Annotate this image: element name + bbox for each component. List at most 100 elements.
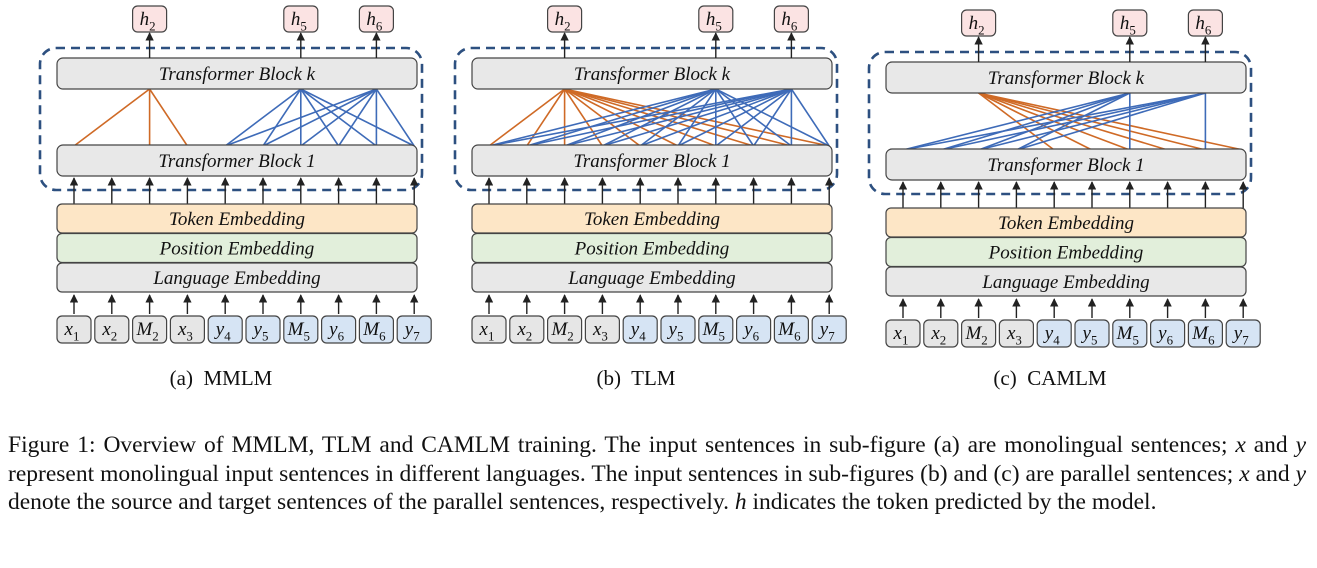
output-token-label: h6 [366,9,383,33]
input-token-label-subscript: 7 [1242,332,1249,347]
output-token-label: h5 [706,9,722,33]
input-token-label-subscript: 1 [902,332,908,347]
transformer-block-k-label: Transformer Block k [574,64,731,85]
output-token-label-base: h [555,9,565,30]
input-token-box [773,315,810,344]
attention-line-blue [752,88,793,147]
input-token-label-subscript: 4 [1053,332,1060,347]
input-token-label: y7 [1232,323,1249,347]
token-embedding-label: Token Embedding [169,209,305,230]
output-token-label: h2 [140,9,156,33]
input-token-label: M6 [777,319,801,343]
input-token-label-subscript: 6 [794,328,801,343]
input-token-label-base: x [516,319,526,340]
input-token-label-subscript: 5 [303,328,309,343]
figure-caption: Figure 1: Overview of MMLM, TLM and CAML… [8,431,1306,517]
attention-line-blue [715,88,792,147]
output-token-label-subscript: 6 [376,18,383,33]
input-token-label: y4 [629,319,646,343]
output-token-box [960,9,997,37]
input-token-label: x2 [516,319,532,343]
input-token-label-base: y [1232,323,1243,344]
input-token-label-subscript: 4 [224,328,231,343]
input-token-box [321,315,357,344]
caption-math-symbol: y [1295,460,1306,487]
attention-line-blue [375,88,415,147]
input-token-label-subscript: 2 [940,332,946,347]
attention-line-blue [526,88,792,147]
input-token-box [885,319,921,348]
output-token-label: h5 [1120,13,1136,37]
input-token-label: M6 [1191,323,1215,347]
output-token-label: h2 [555,9,571,33]
input-token-label-base: y [742,319,753,340]
caption-run: and [1245,432,1296,458]
transformer-block-k [471,57,833,90]
token-embedding-label: Token Embedding [998,213,1134,234]
attention-line-blue [526,88,717,147]
input-token-box [1149,319,1186,348]
input-token-label: y5 [1081,323,1098,347]
input-token-box [245,315,281,344]
language-embedding-layer [885,266,1247,297]
input-token-label-subscript: 5 [262,328,268,343]
input-token-label: y7 [818,319,835,343]
input-token-box [960,319,997,348]
input-token-label: y4 [214,319,231,343]
attention-line-blue [224,88,302,147]
input-token-box [622,315,658,344]
input-token-label-subscript: 4 [639,328,646,343]
attention-line-orange [148,88,189,147]
language-embedding-layer [56,262,418,293]
output-token-box [546,5,583,33]
input-token-box [471,315,507,344]
output-token-box [773,5,810,33]
input-token-label-subscript: 1 [488,328,494,343]
input-token-label-base: x [1006,323,1016,344]
output-token-label-base: h [781,9,791,30]
output-token-box [1112,9,1148,37]
attention-line-blue [978,92,1206,151]
input-token-label: M5 [1116,323,1139,347]
input-token-label-subscript: 6 [753,328,760,343]
input-token-label-subscript: 2 [981,332,987,347]
input-token-box [207,315,243,344]
input-token-label-base: M [362,319,380,340]
output-token-label: h6 [1195,13,1212,37]
attention-line-blue [564,88,792,147]
input-token-label-base: y [1043,323,1054,344]
attention-line-blue [602,88,792,147]
input-token-box [660,315,696,344]
input-token-box [509,315,545,344]
output-token-box [283,5,319,33]
input-token-label-base: M [550,319,568,340]
input-token-label-subscript: 6 [379,328,386,343]
language-embedding-label: Language Embedding [567,268,735,289]
input-token-label-base: M [702,319,720,340]
language-embedding-label: Language Embedding [981,272,1149,293]
language-embedding-layer [471,262,833,293]
input-token-label-subscript: 5 [1091,332,1097,347]
attention-line-blue [262,88,377,147]
attention-line-blue [902,92,1206,151]
input-token-box [132,315,168,344]
output-token-label-base: h [291,9,301,30]
input-token-label-base: y [252,319,263,340]
caption-run: and [1249,460,1296,487]
attention-line-blue [677,88,792,147]
output-token-box [358,5,394,33]
output-token-label-subscript: 2 [564,18,570,33]
input-token-label-base: y [818,319,829,340]
input-token-box [358,315,394,344]
output-token-box [698,5,734,33]
input-token-box [283,315,319,344]
input-token-label: M5 [287,319,310,343]
subfigure-caption: (c) CAMLM [993,366,1106,390]
output-token-label-subscript: 2 [149,18,155,33]
transformer-block-1-label: Transformer Block 1 [158,151,315,172]
input-token-label: y7 [403,319,420,343]
